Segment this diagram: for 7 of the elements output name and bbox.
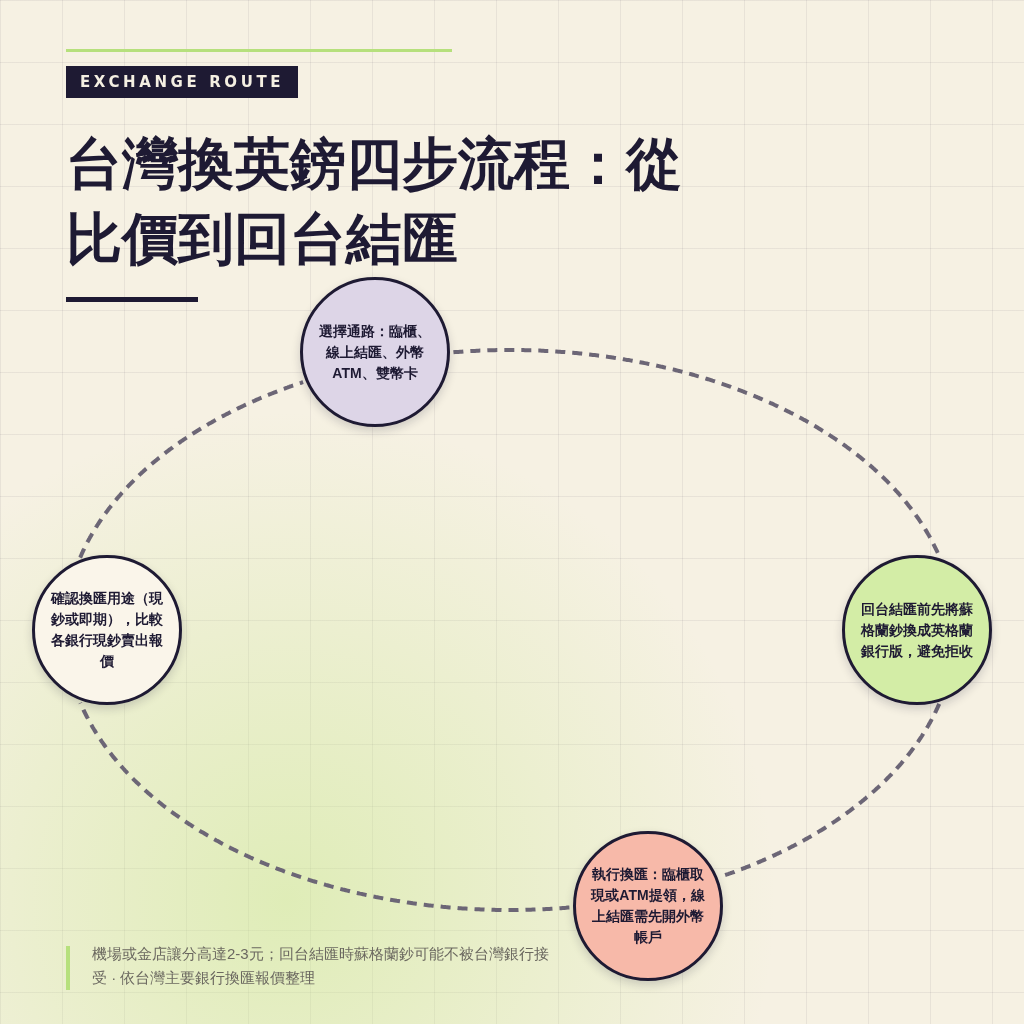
- step-text: 確認換匯用途（現鈔或即期），比較各銀行現鈔賣出報價: [49, 589, 164, 671]
- step-text: 執行換匯：臨櫃取現或ATM提領，線上結匯需先開外幣帳戶: [590, 865, 706, 947]
- kicker-label: EXCHANGE ROUTE: [66, 66, 299, 98]
- page-title: 台灣換英鎊四步流程：從比價到回台結匯: [66, 131, 683, 272]
- step-text: 選擇通路：臨櫃、線上結匯、外幣ATM、雙幣卡: [318, 321, 432, 383]
- caption-text: 機場或金店讓分高達2-3元；回台結匯時蘇格蘭鈔可能不被台灣銀行接受 · 依台灣主要銀行換匯報價整理: [92, 944, 550, 988]
- step-text: 回台結匯前先將蘇格蘭鈔換成英格蘭銀行版，避免拒收: [860, 599, 974, 661]
